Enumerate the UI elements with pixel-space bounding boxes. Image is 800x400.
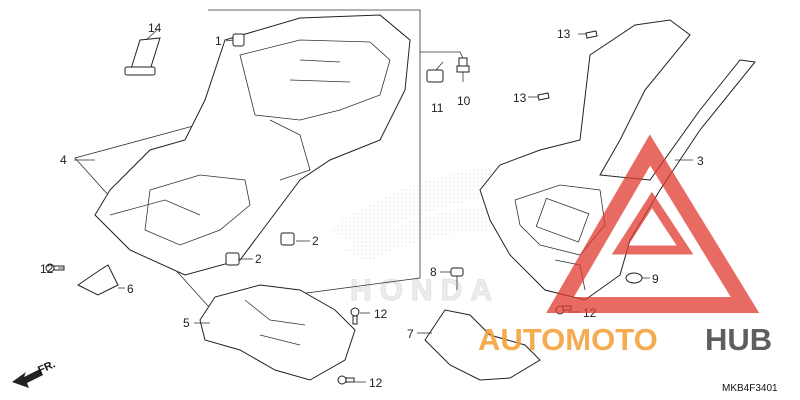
fr-label: FR. — [36, 358, 57, 376]
screw-part-9 — [625, 272, 643, 284]
leader-lines — [58, 29, 693, 383]
front-direction-arrow: FR. — [12, 358, 57, 388]
assembly-bracket-4 — [74, 9, 421, 307]
callout-11: 11 — [431, 101, 444, 115]
callout-labels: 14 1 4 2 2 11 10 13 13 3 8 9 6 5 7 12 12… — [40, 21, 704, 390]
under-cover-part-5 — [199, 284, 356, 381]
callout-7: 7 — [407, 327, 414, 341]
callout-8: 8 — [430, 265, 437, 279]
callout-6: 6 — [127, 282, 134, 296]
callout-12-b: 12 — [374, 307, 388, 321]
callout-3: 3 — [697, 154, 704, 168]
clip-part-13-b — [537, 92, 550, 101]
callout-13-a: 13 — [557, 27, 571, 41]
callout-12-c: 12 — [369, 376, 383, 390]
callout-2-a: 2 — [312, 234, 319, 248]
watermark-text-hub: HUB — [705, 322, 772, 357]
clip-part-13-a — [585, 30, 598, 39]
callout-5: 5 — [183, 316, 190, 330]
bracket-part-6 — [77, 264, 119, 296]
grommet-part-11 — [426, 69, 444, 83]
clip-part-2-b — [225, 252, 240, 266]
pad-part-1 — [232, 33, 245, 47]
rear-fender-part-4 — [94, 14, 411, 276]
callout-14: 14 — [148, 21, 162, 35]
callout-9: 9 — [652, 272, 659, 286]
watermark-triangle-logo — [546, 134, 760, 313]
strap-part-14 — [124, 37, 161, 76]
callout-13-b: 13 — [513, 91, 527, 105]
bolt-part-8 — [450, 267, 464, 290]
automotohub-watermark: AUTOMOTO HUB — [478, 134, 772, 357]
callout-10: 10 — [457, 94, 471, 108]
screw-part-12-b — [350, 307, 360, 325]
bolt-part-10 — [456, 57, 470, 82]
diagram-code: MKB4F3401 — [722, 383, 778, 394]
splash-guard-part-7 — [424, 309, 541, 381]
watermark-text-automoto: AUTOMOTO — [478, 322, 658, 357]
callout-12-a: 12 — [40, 262, 54, 276]
honda-text-watermark: HONDA — [350, 274, 500, 307]
screw-part-12-c — [337, 375, 355, 385]
clip-part-2-a — [280, 232, 295, 246]
callout-2-b: 2 — [255, 252, 262, 266]
callout-4: 4 — [60, 153, 67, 167]
callout-1: 1 — [215, 34, 222, 48]
